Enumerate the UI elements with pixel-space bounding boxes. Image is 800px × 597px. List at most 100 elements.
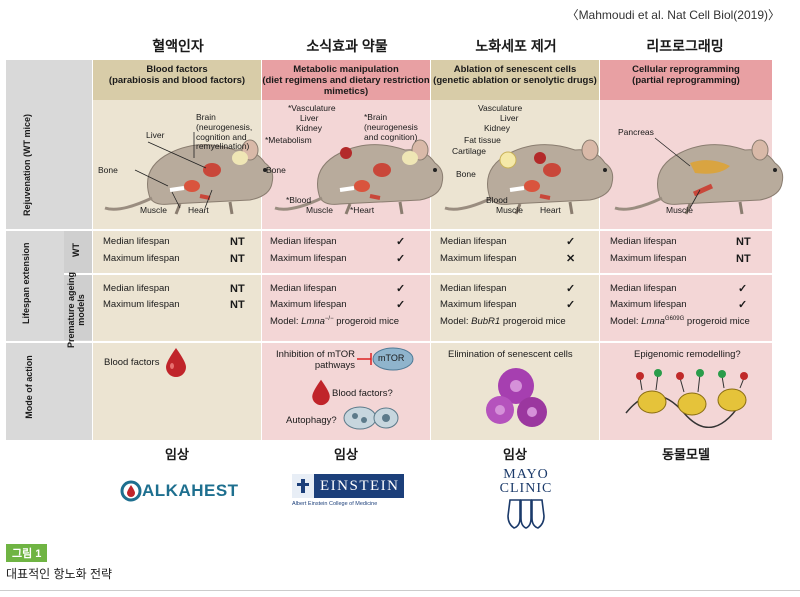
label-liver: Liver xyxy=(146,130,165,140)
mouse-reprogramming xyxy=(613,138,785,216)
einstein-emblem-icon xyxy=(292,474,314,498)
label-brain-note: (neurogenesis and cognition) xyxy=(364,122,418,142)
senescent-cells-icon xyxy=(486,368,547,427)
label-muscle: Muscle xyxy=(666,205,693,215)
alkahest-logo: ALKAHEST xyxy=(120,480,239,502)
clinical-status: 동물모델 xyxy=(662,447,710,462)
label-brain: Brain xyxy=(196,112,216,122)
korean-title-blood: 혈액인자 xyxy=(152,38,204,54)
maximum-lifespan-label: Maximum lifespan xyxy=(103,253,180,264)
mayo-clinic-logo: MAYO CLINIC xyxy=(496,468,556,535)
check-icon: ✓ xyxy=(566,283,576,295)
mayo-shield-icon xyxy=(507,499,545,529)
label-blood: Blood xyxy=(486,195,508,205)
clinical-status: 임상 xyxy=(334,447,358,462)
label-vasculature: Vasculature xyxy=(478,103,523,113)
label-heart: Heart xyxy=(188,205,209,215)
median-lifespan-label: Median lifespan xyxy=(270,236,337,247)
maximum-lifespan-label: Maximum lifespan xyxy=(270,253,347,264)
row-divider xyxy=(64,273,772,275)
cross-icon: ✕ xyxy=(566,253,576,265)
median-lifespan-label: Median lifespan xyxy=(440,236,507,247)
median-lifespan-label: Median lifespan xyxy=(440,283,507,294)
median-lifespan-label: Median lifespan xyxy=(270,283,337,294)
einstein-logo: EINSTEIN Albert Einstein College of Medi… xyxy=(292,474,404,507)
label-kidney: Kidney xyxy=(296,123,322,133)
median-lifespan-label: Median lifespan xyxy=(103,283,170,294)
check-icon: ✓ xyxy=(396,283,406,295)
header-metabolic: Metabolic manipulation(diet regimens and… xyxy=(262,60,430,100)
sub-label-strip xyxy=(64,230,92,340)
label-bone: Bone xyxy=(266,165,286,175)
label-muscle: Muscle xyxy=(306,205,333,215)
blood-drop-icon xyxy=(312,379,330,406)
label-liver: Liver xyxy=(300,113,319,123)
check-icon: ✓ xyxy=(738,299,748,311)
mouse-blood xyxy=(103,138,275,216)
maximum-lifespan-label: Maximum lifespan xyxy=(270,299,347,310)
maximum-lifespan-label: Maximum lifespan xyxy=(103,299,180,310)
mouse-senescent xyxy=(443,138,615,216)
label-muscle: Muscle xyxy=(496,205,523,215)
label-heart: *Heart xyxy=(350,205,375,215)
mode-mtor-inhibition: Inhibition of mTOR pathways xyxy=(275,349,355,371)
label-pancreas: Pancreas xyxy=(618,127,654,137)
mouse-metabolic xyxy=(273,138,445,216)
clinical-status: 임상 xyxy=(165,447,189,462)
mode-blood-factors: Blood factors xyxy=(104,357,160,368)
maximum-lifespan-label: Maximum lifespan xyxy=(440,299,517,310)
check-icon: ✓ xyxy=(396,236,406,248)
row-divider xyxy=(6,229,772,231)
header-blood: Blood factors(parabiosis and blood facto… xyxy=(93,60,261,100)
label-bone: Bone xyxy=(98,165,118,175)
label-brain: *Brain xyxy=(364,112,388,122)
label-blood: *Blood xyxy=(286,195,312,205)
mtor-inhibition-icon xyxy=(357,347,414,371)
bottom-rule xyxy=(0,590,800,591)
maximum-lifespan-label: Maximum lifespan xyxy=(440,253,517,264)
row-divider xyxy=(6,341,772,343)
label-bone: Bone xyxy=(456,169,476,179)
header-senescent: Ablation of senescent cells(genetic abla… xyxy=(431,60,599,100)
blood-drop-icon xyxy=(166,348,186,377)
mode-autophagy: Autophagy? xyxy=(286,415,337,426)
label-vasculature: *Vasculature xyxy=(288,103,336,113)
lifespan-mark: NT xyxy=(230,236,245,248)
model-line: Model: LmnaG609G progeroid mice xyxy=(610,316,750,328)
label-cartilage: Cartilage xyxy=(452,146,487,156)
median-lifespan-label: Median lifespan xyxy=(610,283,677,294)
lifespan-mark: NT xyxy=(736,236,751,248)
label-heart: Heart xyxy=(540,205,561,215)
label-fat-tissue: Fat tissue xyxy=(464,135,501,145)
column-metabolic-bg xyxy=(262,60,430,440)
model-line: Model: Lmna−/− progeroid mice xyxy=(270,316,400,328)
model-line: Model: BubR1 progeroid mice xyxy=(440,316,566,327)
korean-title-reprogramming: 리프로그래밍 xyxy=(646,38,724,54)
figure-badge: 그림 1 xyxy=(6,544,48,562)
alkahest-drop-icon xyxy=(120,480,142,502)
maximum-lifespan-label: Maximum lifespan xyxy=(610,253,687,264)
header-reprogramming: Cellular reprogramming(partial reprogram… xyxy=(600,60,772,100)
korean-title-senescent: 노화세포 제거 xyxy=(475,38,557,54)
figure-caption: 대표적인 항노화 전략 xyxy=(6,567,113,581)
label-brain-note: (neurogenesis, cognition and remyelinati… xyxy=(196,122,253,151)
autophagy-icon xyxy=(343,406,399,430)
maximum-lifespan-label: Maximum lifespan xyxy=(610,299,687,310)
label-liver: Liver xyxy=(500,113,519,123)
check-icon: ✓ xyxy=(396,299,406,311)
label-metabolism: *Metabolism xyxy=(265,135,312,145)
median-lifespan-label: Median lifespan xyxy=(103,236,170,247)
mode-epigenomic: Epigenomic remodelling? xyxy=(634,349,741,360)
check-icon: ✓ xyxy=(396,253,406,265)
lifespan-mark: NT xyxy=(230,253,245,265)
lifespan-mark: NT xyxy=(736,253,751,265)
mode-blood-factors-question: Blood factors? xyxy=(332,388,393,399)
citation: 〈Mahmoudi et al. Nat Cell Biol(2019)〉 xyxy=(566,8,780,22)
mode-senescent-elimination: Elimination of senescent cells xyxy=(448,349,573,360)
check-icon: ✓ xyxy=(738,283,748,295)
korean-title-metabolic: 소식효과 약물 xyxy=(306,38,388,54)
lifespan-mark: NT xyxy=(230,299,245,311)
clinical-status: 임상 xyxy=(503,447,527,462)
nucleosome-icon xyxy=(625,369,748,428)
